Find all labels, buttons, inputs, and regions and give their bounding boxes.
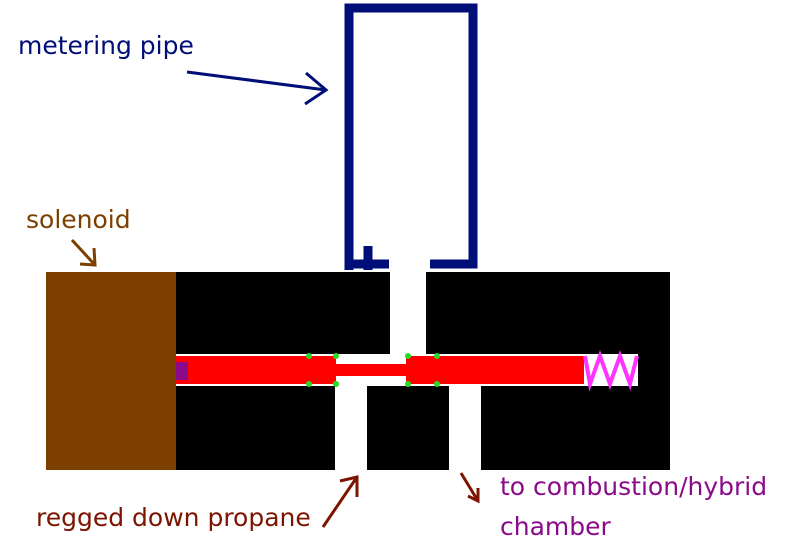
- combustion-label: to combustion/hybrid chamber: [500, 467, 767, 547]
- valve-rod-neck: [336, 364, 406, 376]
- valve-body-upper-left: [176, 272, 390, 354]
- return-spring: [583, 350, 639, 392]
- valve-rod-left: [176, 356, 336, 384]
- combustion-label-line1: to combustion/hybrid: [500, 472, 768, 501]
- arrow-solenoid: [70, 238, 97, 267]
- arrow-combustion: [459, 472, 480, 504]
- o-ring-seals: [306, 353, 440, 387]
- solenoid-block: [46, 272, 176, 470]
- solenoid-plunger: [176, 362, 188, 380]
- valve-body-lower-middle: [367, 386, 449, 470]
- arrow-metering: [186, 70, 329, 106]
- metering-pipe: [344, 3, 478, 270]
- solenoid-label: solenoid: [26, 205, 131, 234]
- valve-body-lower-left: [176, 386, 335, 470]
- propane-label: regged down propane: [36, 503, 311, 532]
- valve-body-lower-right: [481, 386, 670, 470]
- valve-rod-right: [406, 356, 584, 384]
- valve-body-right-end: [638, 354, 670, 386]
- combustion-label-line2: chamber: [500, 512, 611, 541]
- metering-pipe-label: metering pipe: [18, 31, 194, 60]
- arrow-propane: [321, 475, 359, 528]
- valve-body-upper-right: [426, 272, 670, 354]
